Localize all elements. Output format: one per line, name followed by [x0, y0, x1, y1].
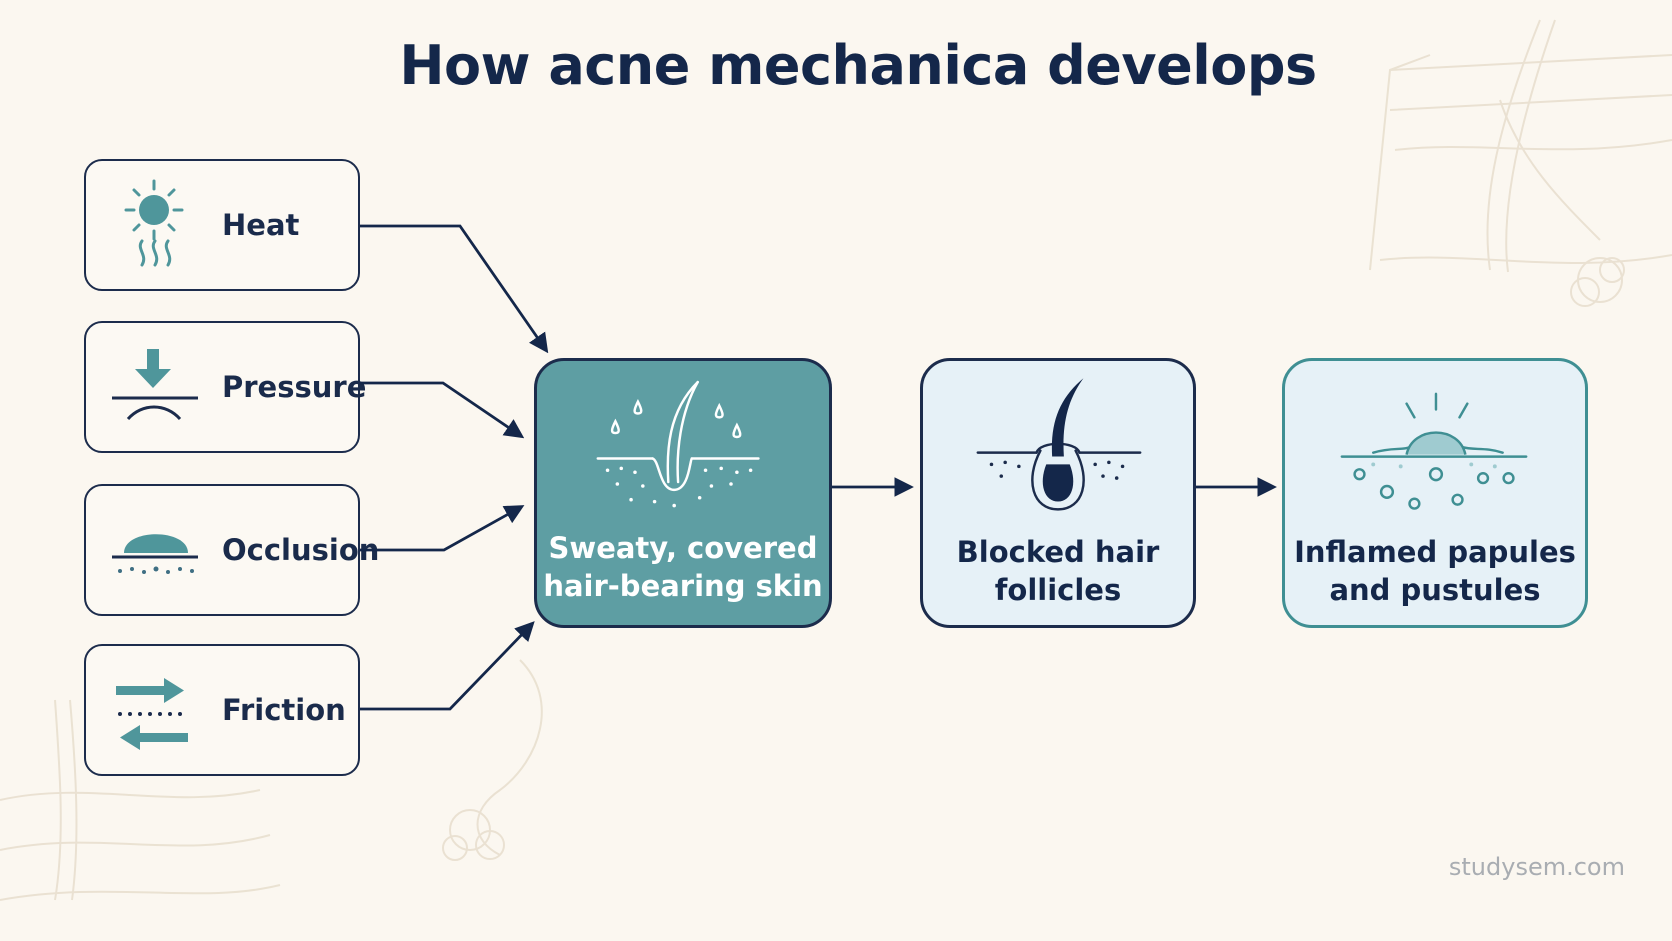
arrow-pressure-to-skin — [360, 381, 525, 439]
cause-label-occlusion: Occlusion — [222, 533, 380, 567]
cause-box-friction: Friction — [84, 644, 360, 776]
sun-heat-icon — [124, 179, 184, 267]
cause-label-pressure: Pressure — [222, 370, 367, 404]
stage-label-blocked-follicles: Blocked hair follicles — [956, 535, 1160, 607]
diagram-title: How acne mechanica develops — [399, 34, 1317, 97]
sweaty-hair-follicle-icon — [596, 380, 760, 508]
cause-label-friction: Friction — [222, 693, 346, 727]
cause-label-heat: Heat — [222, 208, 300, 242]
cause-box-occlusion: Occlusion — [84, 484, 379, 616]
stage-label-inflamed-papules: Inflamed papules and pustules — [1294, 535, 1576, 607]
watermark: studysem.com — [1448, 853, 1625, 881]
friction-arrows-icon — [116, 678, 188, 750]
pressure-arrow-icon — [112, 349, 198, 421]
arrow-heat-to-skin — [360, 224, 549, 354]
cause-box-heat: Heat — [84, 159, 360, 291]
stage-box-inflamed-papules: Inflamed papules and pustules — [1282, 358, 1588, 628]
stage-box-blocked-follicles: Blocked hair follicles — [920, 358, 1196, 628]
occlusion-dome-icon — [112, 534, 198, 574]
arrow-occlusion-to-skin — [360, 505, 525, 552]
cause-box-pressure: Pressure — [84, 321, 366, 453]
stage-label-sweaty-skin: Sweaty, covered hair-bearing skin — [543, 531, 823, 603]
arrow-friction-to-skin — [360, 621, 535, 711]
inflamed-bump-icon — [1340, 392, 1528, 510]
blocked-follicle-icon — [976, 378, 1142, 511]
stage-box-sweaty-skin: Sweaty, covered hair-bearing skin — [534, 358, 832, 628]
